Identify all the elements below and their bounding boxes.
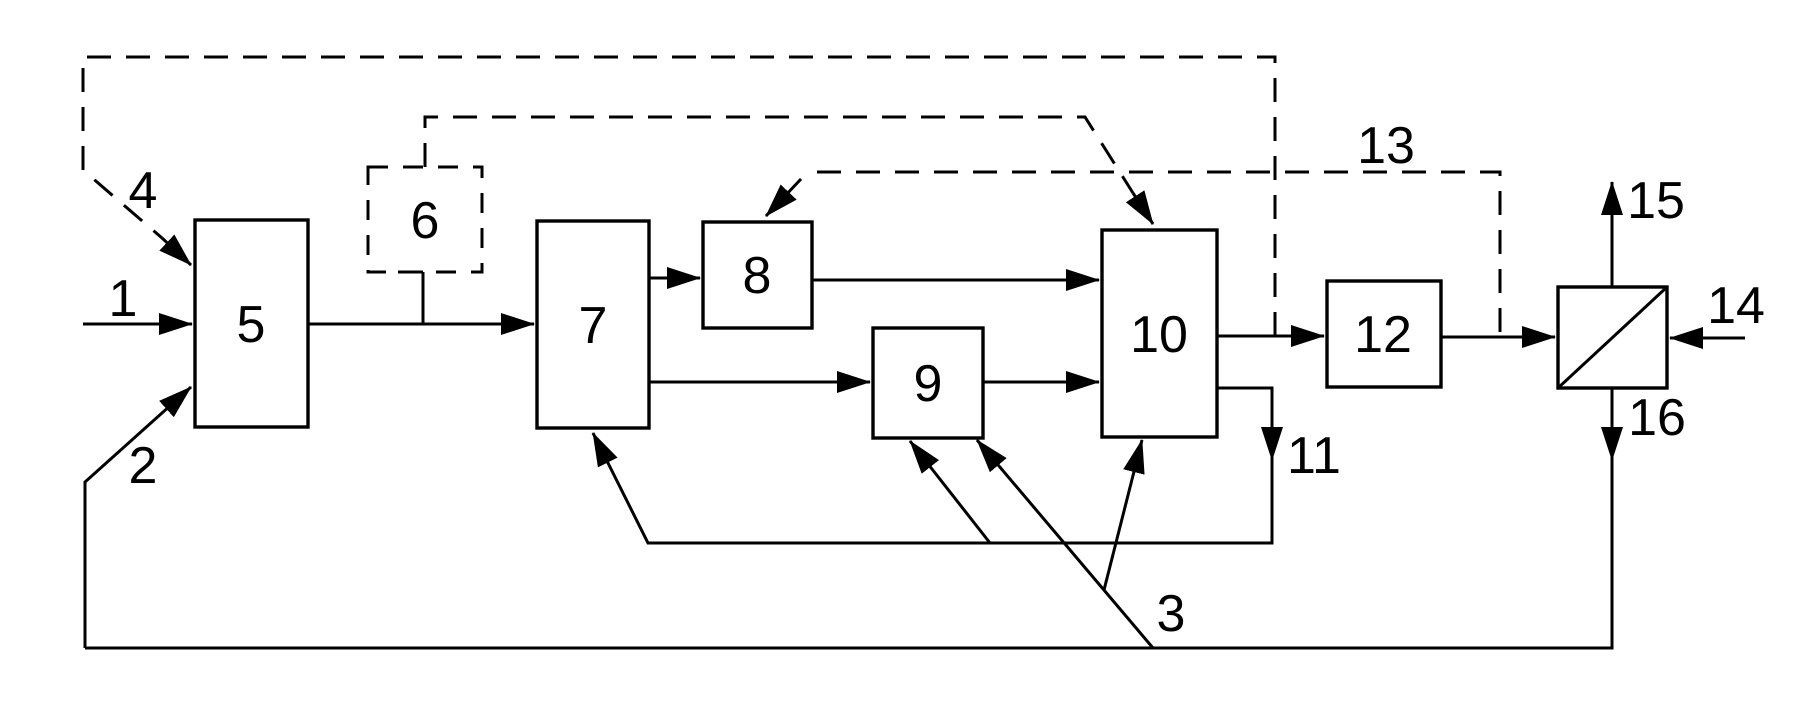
- dashed-control-lines: [81, 55, 1502, 336]
- dashed-line-4-arrow-into-5: [159, 234, 193, 267]
- feedback-branch-into-9: [908, 440, 992, 544]
- control-arrow-into-8: [764, 177, 803, 218]
- flow-line-16-recycle: [85, 388, 1614, 650]
- dashed-line-6-arrow-into-10: [1125, 190, 1155, 225]
- box-12: [1325, 279, 1443, 389]
- box-8-label: 8: [743, 247, 772, 305]
- diagram-boxes: [193, 165, 1669, 440]
- flow-line-2-into-5: [83, 385, 193, 648]
- flow-line-3-into-10: [1102, 439, 1145, 591]
- separator-box: [1556, 285, 1669, 390]
- box-7: [535, 219, 651, 430]
- stream-label-4: 4: [129, 162, 158, 220]
- box-12-label: 12: [1354, 306, 1412, 364]
- feedback-line-11: [591, 386, 1274, 545]
- separator-diagonal: [1556, 285, 1669, 390]
- solid-flow-lines: [83, 177, 1745, 650]
- stream-label-15: 15: [1627, 172, 1685, 230]
- box-9-label: 9: [914, 355, 943, 413]
- box-10-label: 10: [1130, 306, 1188, 364]
- stream-label-13: 13: [1357, 117, 1415, 175]
- separator-symbol: [1556, 285, 1669, 390]
- stream-label-1: 1: [109, 270, 138, 328]
- diagram-labels: 5 6 7 8 9 10 12 1 2 3 4 11 13 14 15 16: [109, 117, 1765, 643]
- box-5-label: 5: [237, 296, 266, 354]
- box-9: [871, 326, 985, 440]
- stream-label-2: 2: [129, 437, 158, 495]
- stream-label-3: 3: [1157, 585, 1186, 643]
- connector-6-to-main-line: [398, 270, 425, 323]
- dashed-line-13: [817, 170, 1502, 335]
- stream-label-16: 16: [1628, 389, 1686, 447]
- box-5: [193, 218, 310, 429]
- box-8: [701, 220, 814, 330]
- box-10: [1100, 228, 1219, 439]
- box-6-dashed: [366, 165, 484, 274]
- dashed-line-4: [81, 55, 1277, 336]
- box-7-label: 7: [579, 297, 608, 355]
- stream-label-11: 11: [1287, 427, 1341, 485]
- dashed-line-6-to-10: [423, 115, 1135, 194]
- stream-label-14: 14: [1707, 277, 1765, 335]
- box-6-label: 6: [411, 192, 440, 250]
